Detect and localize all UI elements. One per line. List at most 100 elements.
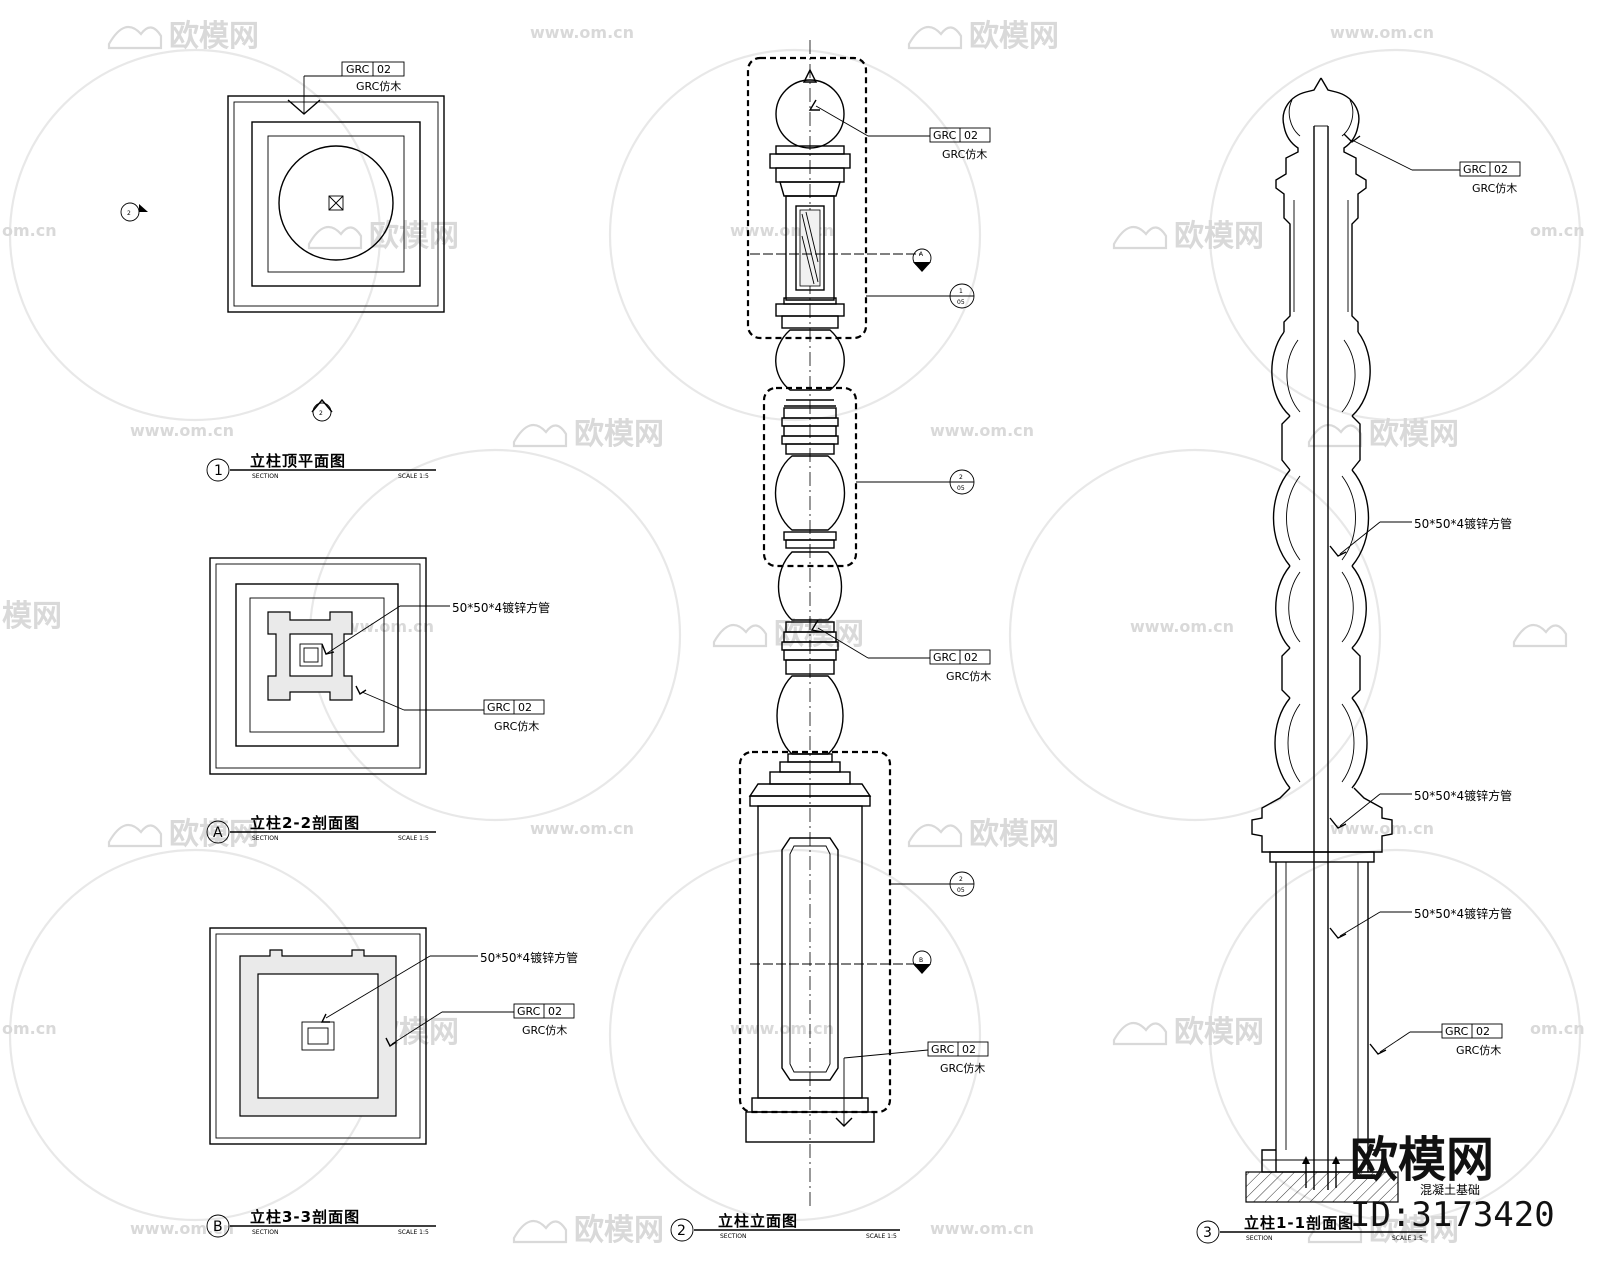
svg-text:GRC仿木: GRC仿木 <box>942 148 987 161</box>
material-tag: GRC 02 GRC仿木 <box>483 699 545 733</box>
watermark-brand: 欧模网 <box>512 1213 664 1248</box>
watermark-brand <box>1512 623 1568 648</box>
svg-text:05: 05 <box>957 299 965 306</box>
svg-text:欧模网: 欧模网 <box>1369 417 1459 452</box>
svg-text:02: 02 <box>548 1005 562 1018</box>
detail-callout: 1 05 <box>949 283 975 309</box>
foundation-label: 混凝土基础 <box>1420 1182 1480 1197</box>
svg-text:SECTION: SECTION <box>252 1229 278 1236</box>
svg-text:立柱立面图: 立柱立面图 <box>718 1212 798 1230</box>
detail-callout: 2 05 <box>949 871 975 897</box>
svg-text:欧模网: 欧模网 <box>969 19 1059 54</box>
material-tag: GRC 02 GRC仿木 <box>341 61 405 93</box>
watermark-layer: 欧模网 欧模网 欧模网 欧模网 欧模网 欧模网 欧模网 <box>2 19 1585 1248</box>
watermark-url: www.om.cn <box>1130 617 1234 636</box>
svg-text:欧模网: 欧模网 <box>1174 219 1264 254</box>
finial-sphere <box>775 79 845 149</box>
svg-text:立柱顶平面图: 立柱顶平面图 <box>250 452 346 470</box>
top-plan-view: GRC 02 GRC仿木 2 2 1 立柱顶平面图 SECTION SCALE … <box>120 61 445 482</box>
plan-sphere-circle <box>278 145 394 261</box>
brand-stamp-text: 欧模网 <box>1350 1132 1494 1188</box>
steel-tube-label: 50*50*4镀锌方管 <box>480 950 578 965</box>
watermark-brand: 欧模网 <box>1112 219 1264 254</box>
svg-text:SECTION: SECTION <box>252 835 278 842</box>
svg-text:SCALE 1:5: SCALE 1:5 <box>398 473 429 480</box>
svg-text:欧模网: 欧模网 <box>574 417 664 452</box>
watermark-brand: 欧模网 <box>907 19 1059 54</box>
section-1-1-view: GRC 02 GRC仿木 50*50*4镀锌方管 50*50*4镀锌方管 50*… <box>1196 77 1521 1244</box>
svg-text:02: 02 <box>962 1043 976 1056</box>
svg-text:2: 2 <box>959 474 963 481</box>
asset-id-label: ID:3173420 <box>1350 1195 1555 1235</box>
watermark-brand: 欧模网 <box>512 417 664 452</box>
view-title-block: B 立柱3-3剖面图 SECTION SCALE 1:5 <box>206 1208 436 1238</box>
svg-text:2: 2 <box>959 876 963 883</box>
svg-text:2: 2 <box>127 210 131 217</box>
watermark-url: www.om.cn <box>930 421 1034 440</box>
detail-callout: 2 05 <box>949 469 975 495</box>
svg-text:05: 05 <box>957 887 965 894</box>
view-title-block: 2 立柱立面图 SECTION SCALE 1:5 <box>670 1212 900 1242</box>
svg-text:SECTION: SECTION <box>252 473 278 480</box>
svg-text:02: 02 <box>964 651 978 664</box>
svg-text:A: A <box>919 251 924 258</box>
watermark-brand-fragment: 模网 <box>2 599 62 634</box>
watermark-url: om.cn <box>1530 1019 1585 1038</box>
watermark-url: om.cn <box>2 221 57 240</box>
watermark-brand: 欧模网 <box>107 817 259 852</box>
svg-text:GRC仿木: GRC仿木 <box>1456 1044 1501 1057</box>
watermark-url: www.om.cn <box>1330 819 1434 838</box>
svg-text:SCALE 1:5: SCALE 1:5 <box>398 835 429 842</box>
elevation-view: A B 1 05 2 05 2 05 <box>670 40 991 1242</box>
svg-text:欧模网: 欧模网 <box>1174 1015 1264 1050</box>
svg-text:A: A <box>213 825 223 841</box>
view-title-block: 3 立柱1-1剖面图 SECTION SCALE 1:5 <box>1196 1214 1426 1244</box>
svg-text:GRC仿木: GRC仿木 <box>946 670 991 683</box>
section-2-2-view: 50*50*4镀锌方管 GRC 02 GRC仿木 A 立柱2-2剖面图 SECT… <box>206 557 550 844</box>
svg-text:SCALE 1:5: SCALE 1:5 <box>866 1233 897 1240</box>
watermark-brand: 欧模网 <box>107 19 259 54</box>
svg-text:B: B <box>919 957 923 964</box>
detail-zone <box>738 750 892 1114</box>
svg-text:SCALE 1:5: SCALE 1:5 <box>1392 1235 1423 1242</box>
steel-tube-label: 50*50*4镀锌方管 <box>1414 516 1512 531</box>
svg-text:GRC仿木: GRC仿木 <box>494 720 539 733</box>
svg-text:立柱2-2剖面图: 立柱2-2剖面图 <box>250 814 360 832</box>
svg-text:1: 1 <box>959 288 963 295</box>
material-tag: GRC 02 GRC仿木 <box>1459 161 1521 195</box>
svg-text:GRC: GRC <box>931 1043 955 1056</box>
concrete-foundation <box>1245 1171 1399 1203</box>
steel-tube-label: 50*50*4镀锌方管 <box>1414 788 1512 803</box>
svg-text:GRC仿木: GRC仿木 <box>356 80 401 93</box>
watermark-brand: 欧模网 <box>307 219 459 254</box>
plan-outer-square <box>227 95 445 313</box>
watermark-arcs <box>8 48 1582 1222</box>
view-title-block: 1 立柱顶平面图 SECTION SCALE 1:5 <box>206 452 436 482</box>
svg-text:05: 05 <box>957 485 965 492</box>
section-marker: A <box>912 248 932 272</box>
section-marker: 2 <box>120 202 148 222</box>
material-tag: GRC 02 GRC仿木 <box>929 649 991 683</box>
svg-text:GRC仿木: GRC仿木 <box>1472 182 1517 195</box>
watermark-brand: 欧模网 <box>1307 417 1459 452</box>
watermark-url: www.om.cn <box>530 819 634 838</box>
detail-zone <box>746 56 868 340</box>
svg-text:SCALE 1:5: SCALE 1:5 <box>398 1229 429 1236</box>
svg-text:02: 02 <box>377 63 391 76</box>
svg-text:GRC仿木: GRC仿木 <box>940 1062 985 1075</box>
watermark-brand: 欧模网 <box>907 817 1059 852</box>
watermark-url: om.cn <box>1530 221 1585 240</box>
section-marker: B <box>912 950 932 974</box>
watermark-url: www.om.cn <box>130 421 234 440</box>
svg-text:GRC: GRC <box>346 63 370 76</box>
section-3-3-view: 50*50*4镀锌方管 GRC 02 GRC仿木 B 立柱3-3剖面图 SECT… <box>206 927 578 1238</box>
material-tag: GRC 02 GRC仿木 <box>929 127 991 161</box>
svg-text:GRC: GRC <box>933 651 957 664</box>
svg-text:GRC: GRC <box>933 129 957 142</box>
svg-text:02: 02 <box>518 701 532 714</box>
material-tag: GRC 02 GRC仿木 <box>513 1003 575 1037</box>
svg-text:SECTION: SECTION <box>1246 1235 1272 1242</box>
svg-text:02: 02 <box>964 129 978 142</box>
svg-text:2: 2 <box>319 410 323 417</box>
